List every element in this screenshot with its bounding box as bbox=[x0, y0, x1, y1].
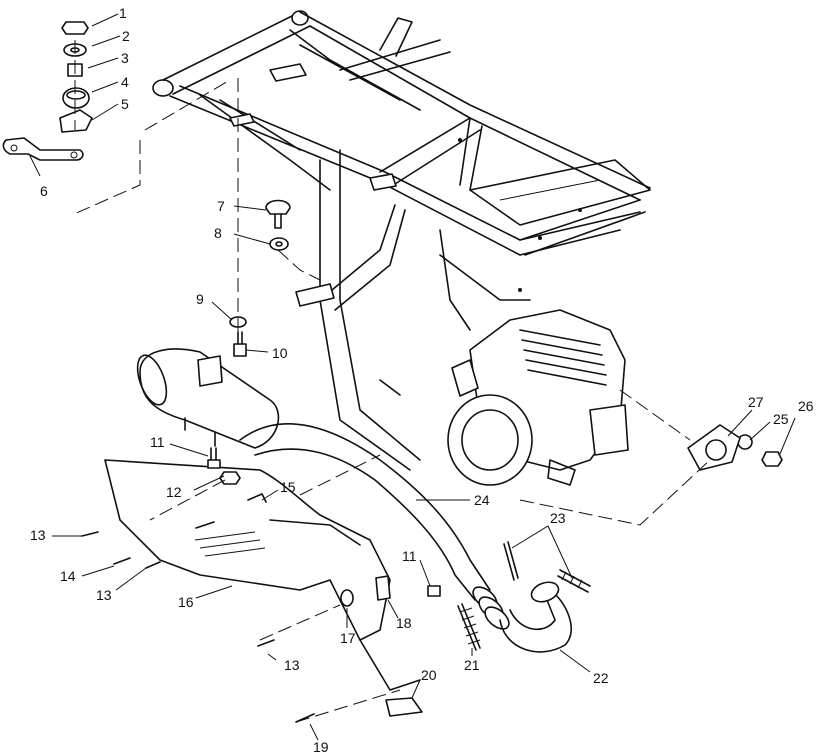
callout-13a: 13 bbox=[30, 527, 46, 543]
leader-lines bbox=[29, 13, 796, 741]
mount-hardware-stack bbox=[2, 21, 93, 161]
callout-21: 21 bbox=[464, 657, 480, 673]
callout-19: 19 bbox=[313, 739, 329, 755]
callout-14: 14 bbox=[60, 568, 76, 584]
fasteners bbox=[81, 199, 783, 723]
callout-3: 3 bbox=[121, 50, 129, 66]
callout-25: 25 bbox=[773, 411, 789, 427]
assembly-lines bbox=[71, 40, 711, 723]
callout-11b: 11 bbox=[402, 548, 417, 564]
callout-1: 1 bbox=[119, 5, 127, 21]
callout-22: 22 bbox=[593, 670, 609, 686]
callout-7: 7 bbox=[217, 198, 225, 214]
callout-20: 20 bbox=[421, 667, 437, 683]
callout-17: 17 bbox=[340, 630, 356, 646]
callout-15: 15 bbox=[280, 479, 296, 495]
exhaust-pipe bbox=[239, 423, 572, 653]
callout-27: 27 bbox=[748, 394, 764, 410]
frame bbox=[152, 10, 651, 471]
muffler bbox=[136, 348, 280, 449]
callout-13c: 13 bbox=[284, 657, 300, 673]
callout-4: 4 bbox=[121, 74, 129, 90]
callout-18: 18 bbox=[396, 615, 412, 631]
heat-shield bbox=[104, 459, 421, 691]
callout-26: 26 bbox=[798, 398, 814, 414]
callout-6: 6 bbox=[40, 183, 48, 199]
callout-8: 8 bbox=[214, 225, 222, 241]
callout-13b: 13 bbox=[96, 587, 112, 603]
callout-labels: 1 2 3 4 5 6 7 8 9 10 11 12 13 14 13 15 1… bbox=[30, 5, 814, 755]
callout-10: 10 bbox=[272, 345, 288, 361]
callout-24: 24 bbox=[474, 492, 490, 508]
callout-16: 16 bbox=[178, 594, 194, 610]
callout-12: 12 bbox=[166, 484, 182, 500]
callout-2: 2 bbox=[122, 28, 130, 44]
callout-9: 9 bbox=[196, 291, 204, 307]
callout-11a: 11 bbox=[150, 434, 165, 450]
engine bbox=[447, 309, 629, 486]
callout-23: 23 bbox=[550, 510, 566, 526]
callout-5: 5 bbox=[121, 96, 129, 112]
